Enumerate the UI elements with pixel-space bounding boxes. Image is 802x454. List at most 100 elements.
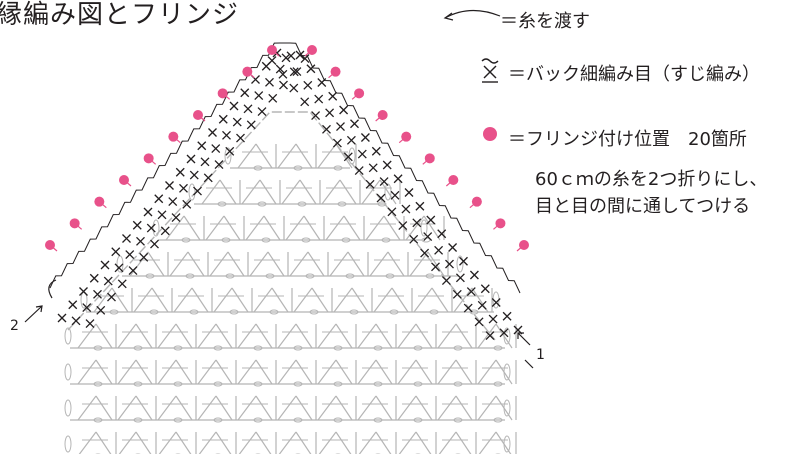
sc-stitch-mark — [420, 248, 430, 258]
sc-stitch-mark — [314, 94, 324, 104]
sc-stitch-mark — [117, 279, 127, 289]
body-stitch-motif — [278, 431, 317, 454]
sc-stitch-mark — [189, 170, 199, 180]
sc-stitch-mark — [186, 154, 196, 164]
sc-stitch-mark — [122, 234, 131, 243]
start-arrow-right-icon — [517, 332, 534, 369]
sc-stitch-mark — [426, 215, 436, 225]
body-stitch-motif — [281, 179, 321, 207]
body-stitch-motif — [197, 395, 237, 423]
sc-stitch-mark — [452, 289, 462, 299]
body-stitch-motif — [357, 395, 397, 423]
body-stitch-motif — [317, 323, 357, 351]
sc-stitch-mark — [154, 194, 164, 204]
body-stitch-motif — [321, 179, 361, 207]
body-stitch-motif — [118, 431, 157, 454]
sc-stitch-mark — [246, 120, 256, 130]
fringe-dot-icon — [94, 196, 107, 209]
sc-stitch-mark — [379, 177, 389, 187]
sc-stitch-mark — [303, 80, 313, 90]
body-stitch-motif — [117, 395, 157, 423]
sc-stitch-mark — [143, 207, 153, 217]
sc-stitch-mark — [423, 232, 433, 242]
border-stitch-rows — [49, 42, 523, 341]
fringe-dot-icon — [143, 153, 157, 165]
sc-stitch-mark — [85, 319, 95, 329]
sc-stitch-mark — [165, 181, 174, 190]
fringe-dot-icon — [119, 175, 132, 187]
body-stitch-motif — [237, 359, 277, 387]
body-stitch-motif — [245, 215, 285, 243]
body-stitch-motif — [438, 431, 477, 454]
yarn-pass-symbol-icon — [443, 9, 501, 21]
sc-stitch-mark — [477, 300, 487, 310]
sc-stitch-mark — [469, 270, 479, 280]
sc-stitch-mark — [499, 328, 509, 338]
sc-stitch-mark — [182, 199, 192, 209]
legend-note-line2: 目と目の間に通してつける — [535, 196, 751, 217]
fringe-dot-icon — [469, 196, 482, 209]
sc-stitch-mark — [82, 303, 92, 313]
sc-stitch-mark — [404, 188, 414, 197]
sc-stitch-mark — [214, 160, 224, 170]
fringe-markers — [45, 45, 529, 252]
sc-stitch-mark — [368, 163, 378, 173]
body-stitch-motif — [157, 359, 197, 387]
sc-stitch-mark — [232, 117, 242, 127]
body-stitch-motif — [197, 359, 237, 387]
sc-stitch-mark — [68, 300, 78, 310]
sc-stitch-mark — [286, 51, 296, 61]
body-stitch-motif — [173, 287, 213, 315]
body-stitch-motif — [238, 431, 277, 454]
legend-note-line1: 60ｃｍの糸を2つ折りにし、 — [535, 169, 768, 190]
body-stitch-motif — [117, 323, 157, 351]
body-stitch-motif — [317, 395, 357, 423]
sc-stitch-mark — [100, 260, 110, 270]
body-stitch-motif — [213, 287, 253, 315]
sc-stitch-mark — [485, 331, 495, 341]
body-stitch-motif — [289, 251, 329, 279]
body-stitch-motif — [169, 251, 209, 279]
sc-stitch-mark — [412, 218, 422, 228]
sc-stitch-mark — [371, 146, 381, 156]
sc-stitch-mark — [71, 316, 81, 326]
sc-stitch-mark — [267, 56, 277, 66]
sc-stitch-mark — [289, 67, 299, 77]
sc-stitch-mark — [257, 107, 267, 117]
sc-stitch-mark — [295, 50, 305, 60]
sc-stitch-mark — [434, 245, 444, 255]
sc-stitch-mark — [236, 133, 245, 143]
sc-stitch-mark — [398, 221, 408, 231]
body-stitch-motif — [437, 395, 477, 423]
sc-stitch-mark — [57, 313, 67, 323]
body-stitch-motif — [241, 179, 281, 207]
sc-stitch-mark — [222, 130, 231, 140]
body-stitch-motif — [209, 251, 249, 279]
sc-stitch-mark — [278, 69, 288, 79]
sc-stitch-mark — [281, 53, 291, 63]
back-sc-outer-row — [49, 42, 521, 294]
body-stitch-motif — [237, 323, 277, 351]
body-stitch-motif — [197, 323, 237, 351]
body-stitch-motif — [398, 431, 437, 454]
body-stitch-motif — [317, 359, 357, 387]
sc-stitch-mark — [459, 256, 468, 266]
body-stitch-motif — [409, 251, 449, 279]
sc-stitch-mark — [93, 289, 102, 299]
body-stitch-motif — [397, 323, 437, 351]
sc-stitch-mark — [107, 292, 116, 302]
sc-stitch-mark — [289, 83, 299, 93]
sc-stitch-mark — [387, 207, 397, 217]
sc-stitch-mark — [218, 114, 228, 124]
fringe-dot-icon — [493, 218, 506, 230]
body-stitch-pattern — [64, 111, 517, 454]
body-stitch-motif — [397, 359, 437, 387]
fringe-dot-icon — [422, 153, 435, 165]
legend-fringe-text: ＝フリンジ付け位置 20箇所 — [508, 129, 747, 150]
body-stitch-motif — [293, 287, 333, 315]
fringe-legend-dot-icon — [483, 127, 497, 141]
body-stitch-motif — [133, 287, 173, 315]
sc-stitch-mark — [160, 226, 170, 236]
fringe-dot-icon — [69, 218, 83, 230]
